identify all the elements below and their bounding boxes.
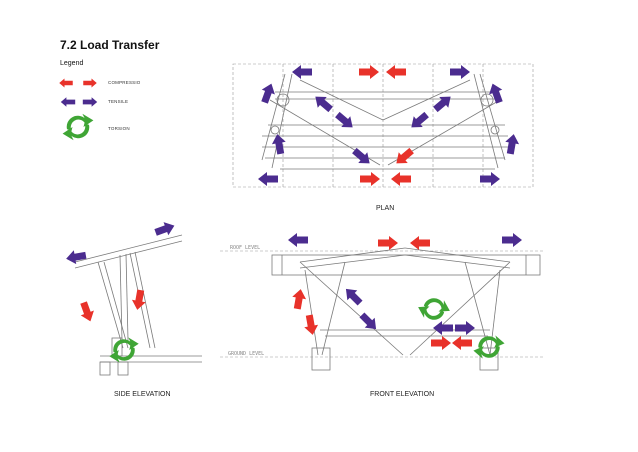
legend [59,78,98,141]
page-title: 7.2 Load Transfer [60,38,160,52]
ground-level-label: GROUND LEVEL [228,351,264,357]
legend-tensile-arrows [60,97,98,107]
front-elevation-caption: FRONT ELEVATION [370,391,435,398]
plan-view [232,63,534,188]
legend-torsion-label: TORSION [108,126,130,131]
plan-caption: PLAN [376,205,395,212]
front-elevation-view: ROOF LEVEL GROUND LEVEL [220,233,545,371]
legend-torsion-icon [62,113,94,141]
side-elevation-caption: SIDE ELEVATION [114,391,171,398]
roof-level-label: ROOF LEVEL [230,245,260,251]
legend-heading: Legend [60,60,84,67]
legend-compression-arrows [59,78,97,88]
side-elevation-view [64,219,202,376]
legend-compression-label: COMPRESSIO [108,80,141,85]
legend-tensile-label: TENSILE [108,99,129,104]
